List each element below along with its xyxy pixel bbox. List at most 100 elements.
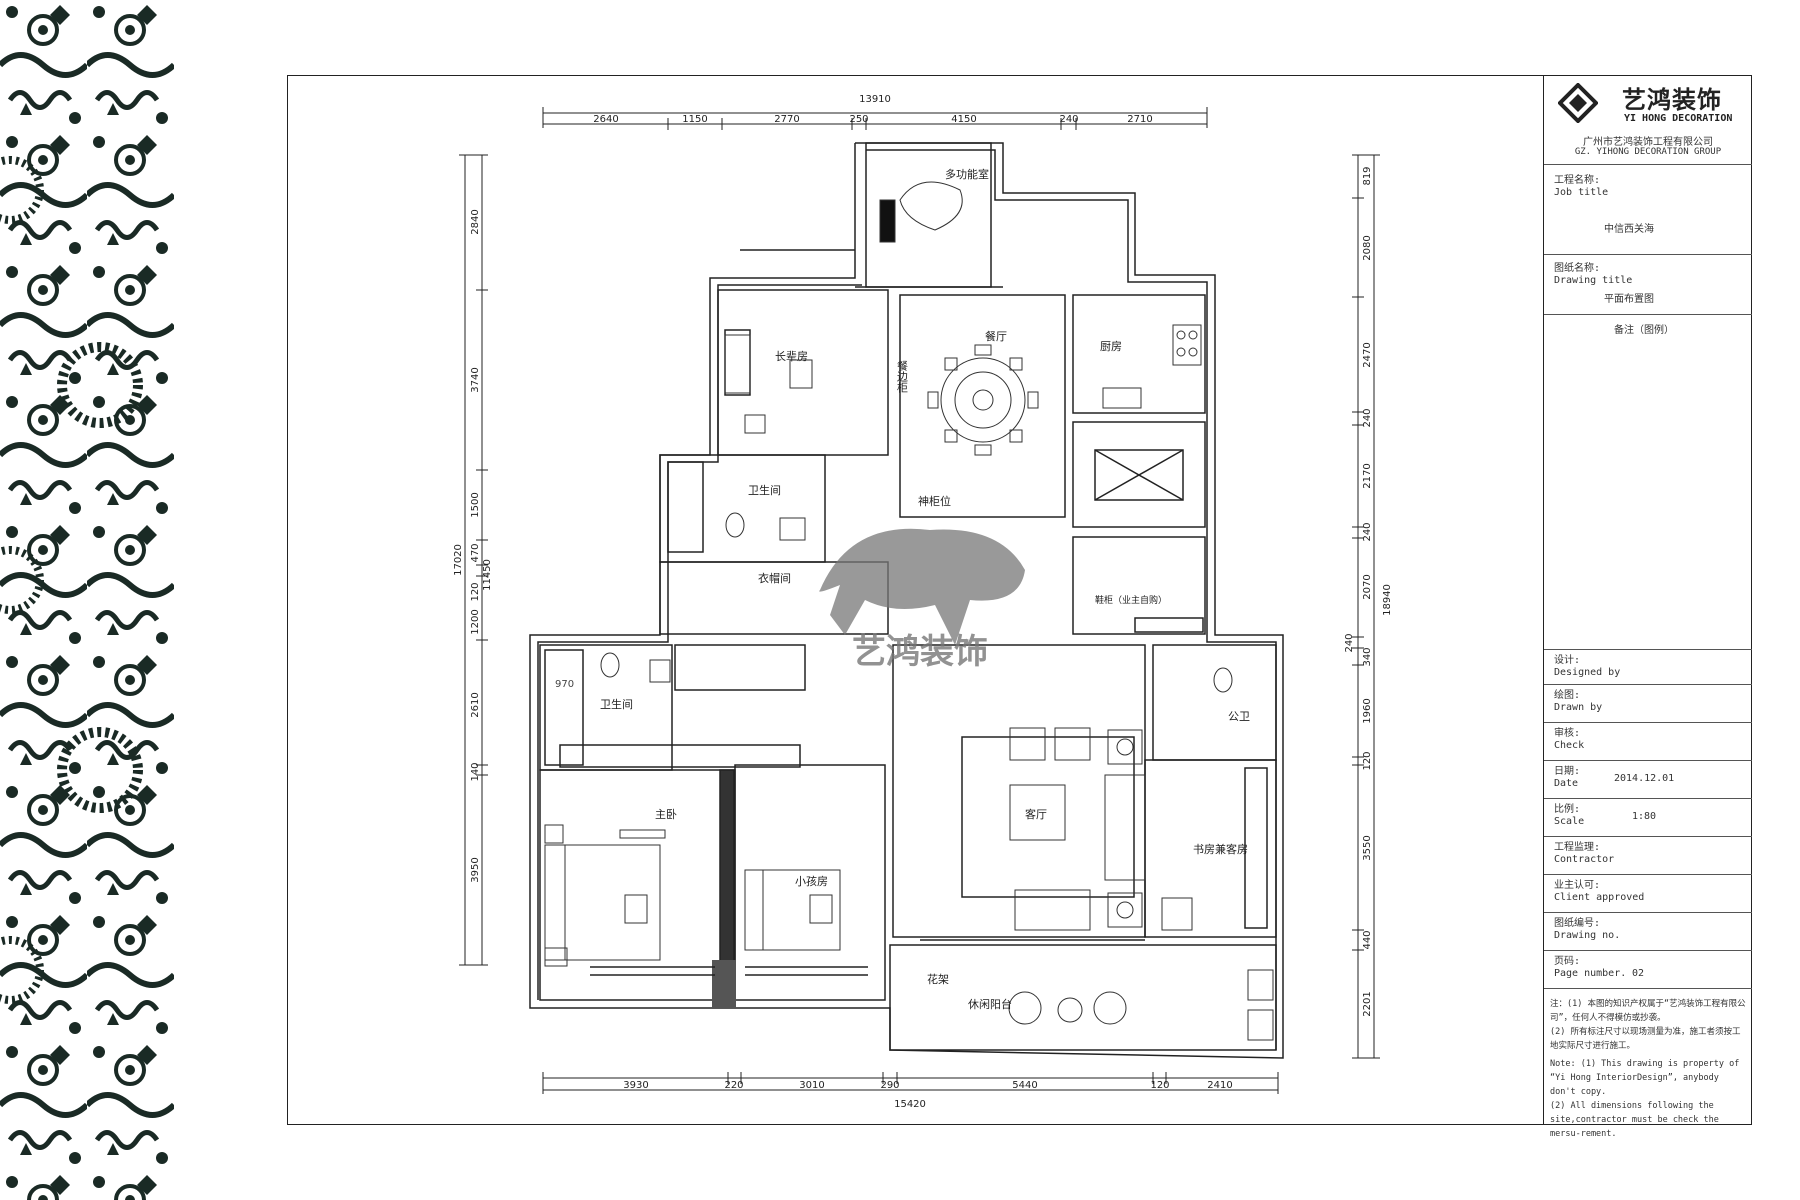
- label-bathroom-1: 卫生间: [748, 483, 781, 497]
- note-cn-1: 注：(1) 本图的知识产权属于“艺鸿装饰工程有限公司”，任何人不得模仿或抄袭。: [1550, 999, 1746, 1023]
- dim-left-1: 2840: [470, 209, 481, 234]
- label-planter: 花架: [927, 973, 949, 986]
- scale-cell: 比例: Scale 1:80: [1544, 799, 1752, 837]
- watermark-text: 艺鸿装饰: [852, 632, 988, 672]
- dim-right-5: 2170: [1362, 463, 1373, 488]
- label-side-cabinet: 餐边柜: [896, 359, 909, 394]
- drawn-cell: 绘图: Drawn by: [1544, 685, 1752, 723]
- drawing-title-en: Drawing title: [1554, 275, 1633, 286]
- walls: [529, 142, 1284, 1059]
- dim-right-7: 2070: [1362, 574, 1373, 599]
- dim-left-4: 470: [470, 543, 481, 562]
- dim-top-1: 2640: [593, 114, 618, 125]
- dim-right-6: 240: [1362, 522, 1373, 541]
- dim-left-6: 1200: [470, 609, 481, 634]
- company-name-cn: 广州市艺鸿装饰工程有限公司: [1583, 137, 1713, 148]
- dim-left-sub: 11450: [482, 559, 493, 591]
- title-block-header: 艺鸿装饰 YI HONG DECORATION 广州市艺鸿装饰工程有限公司 GZ…: [1544, 75, 1752, 165]
- dim-right-total: 18940: [1382, 584, 1393, 616]
- dim-left-9: 3950: [470, 857, 481, 882]
- job-title-en: Job title: [1554, 187, 1609, 198]
- contractor-en: Contractor: [1554, 854, 1615, 865]
- drawing-no-label: 图纸编号:: [1554, 918, 1601, 929]
- dim-right-12: 3550: [1362, 835, 1373, 860]
- label-kitchen: 厨房: [1100, 340, 1122, 353]
- label-public-bath: 公卫: [1228, 710, 1250, 723]
- date-cell: 日期: Date 2014.12.01: [1544, 761, 1752, 799]
- dim-top-total: 13910: [859, 94, 891, 105]
- decorative-pattern: [0, 0, 174, 1200]
- page-label: 页码:: [1554, 956, 1581, 967]
- dim-bottom-2: 220: [724, 1080, 743, 1091]
- dim-top-6: 240: [1059, 114, 1078, 125]
- dim-bottom-1: 3930: [623, 1080, 648, 1091]
- dim-right-1: 819: [1362, 166, 1373, 185]
- dim-bottom-total: 15420: [894, 1099, 926, 1110]
- dim-top-7: 2710: [1127, 114, 1152, 125]
- page-value: 02: [1632, 968, 1645, 979]
- scale-value: 1:80: [1632, 811, 1657, 822]
- title-block: 艺鸿装饰 YI HONG DECORATION 广州市艺鸿装饰工程有限公司 GZ…: [1543, 75, 1752, 1139]
- check-en: Check: [1554, 740, 1585, 751]
- company-logo-icon: [1558, 83, 1598, 123]
- dim-right-3: 2470: [1362, 342, 1373, 367]
- label-shoe-cabinet: 鞋柜（业主自购）: [1095, 594, 1167, 606]
- designed-label: 设计:: [1554, 655, 1581, 666]
- dim-top-2: 1150: [682, 114, 707, 125]
- drawing-no-en: Drawing no.: [1554, 930, 1621, 941]
- label-child-room: 小孩房: [795, 875, 828, 888]
- job-title-cell: 工程名称: Job title 中信西关海: [1544, 165, 1752, 255]
- note-en-1: Note: (1) This drawing is property of “Y…: [1550, 1059, 1740, 1097]
- dim-bottom-7: 2410: [1207, 1080, 1232, 1091]
- job-title-value: 中信西关海: [1604, 224, 1654, 235]
- label-balcony: 休闲阳台: [968, 997, 1012, 1011]
- dim-bottom-5: 5440: [1012, 1080, 1037, 1091]
- dim-right-2: 2080: [1362, 235, 1373, 260]
- note-cn-2: (2) 所有标注尺寸以现场测量为准，施工者须按工地实际尺寸进行施工。: [1550, 1027, 1741, 1051]
- contractor-cell: 工程监理: Contractor: [1544, 837, 1752, 875]
- remarks-label: 备注（图例）: [1614, 325, 1674, 336]
- check-cell: 审核: Check: [1544, 723, 1752, 761]
- dim-left-3: 1500: [470, 492, 481, 517]
- label-multi-room: 多功能室: [945, 167, 989, 181]
- designed-cell: 设计: Designed by: [1544, 650, 1752, 685]
- date-en: Date: [1554, 778, 1579, 789]
- date-value: 2014.12.01: [1614, 773, 1675, 784]
- drawn-en: Drawn by: [1554, 702, 1603, 713]
- dim-top-4: 250: [849, 114, 868, 125]
- dim-left-7: 2610: [470, 692, 481, 717]
- logo-cn: 艺鸿装饰: [1622, 86, 1722, 114]
- floor-plan: 13910 2640 1150 2770 250 4150 240 2710 3…: [453, 94, 1393, 1110]
- dim-left-2: 3740: [470, 367, 481, 392]
- label-study-guest: 书房兼客房: [1193, 842, 1248, 856]
- scale-en: Scale: [1554, 816, 1585, 827]
- client-en: Client approved: [1554, 892, 1645, 903]
- check-label: 审核:: [1554, 728, 1581, 739]
- drawing-title-cell: 图纸名称: Drawing title 平面布置图: [1544, 255, 1752, 315]
- dim-left-8: 140: [470, 762, 481, 781]
- label-living-room: 客厅: [1025, 807, 1047, 821]
- drawn-label: 绘图:: [1554, 690, 1581, 701]
- furniture: [544, 181, 1274, 1041]
- dim-right-8: 240: [1344, 633, 1355, 652]
- dim-right-10: 1960: [1362, 698, 1373, 723]
- drawing-no-cell: 图纸编号: Drawing no.: [1544, 913, 1752, 951]
- label-cloakroom: 衣帽间: [758, 571, 791, 585]
- contractor-label: 工程监理:: [1554, 842, 1601, 853]
- dim-bottom-4: 290: [880, 1080, 899, 1091]
- page-cell: 页码: Page number. 02: [1544, 951, 1752, 989]
- date-label: 日期:: [1554, 766, 1581, 777]
- designed-en: Designed by: [1554, 667, 1621, 678]
- bull-watermark: [819, 528, 1025, 645]
- dim-right-4: 240: [1362, 408, 1373, 427]
- drawing-sheet: [287, 75, 1752, 1125]
- scale-label: 比例:: [1554, 804, 1581, 815]
- dim-right-14: 2201: [1362, 991, 1373, 1016]
- logo-en: YI HONG DECORATION: [1624, 113, 1733, 124]
- label-elder-room: 长辈房: [775, 349, 808, 363]
- remarks-cell: 备注（图例）: [1544, 315, 1752, 650]
- notes: 注：(1) 本图的知识产权属于“艺鸿装饰工程有限公司”，任何人不得模仿或抄袭。 …: [1550, 997, 1748, 1141]
- page-en: Page number.: [1554, 968, 1627, 979]
- label-shrine: 神柜位: [918, 494, 951, 508]
- label-master-bedroom: 主卧: [655, 808, 677, 821]
